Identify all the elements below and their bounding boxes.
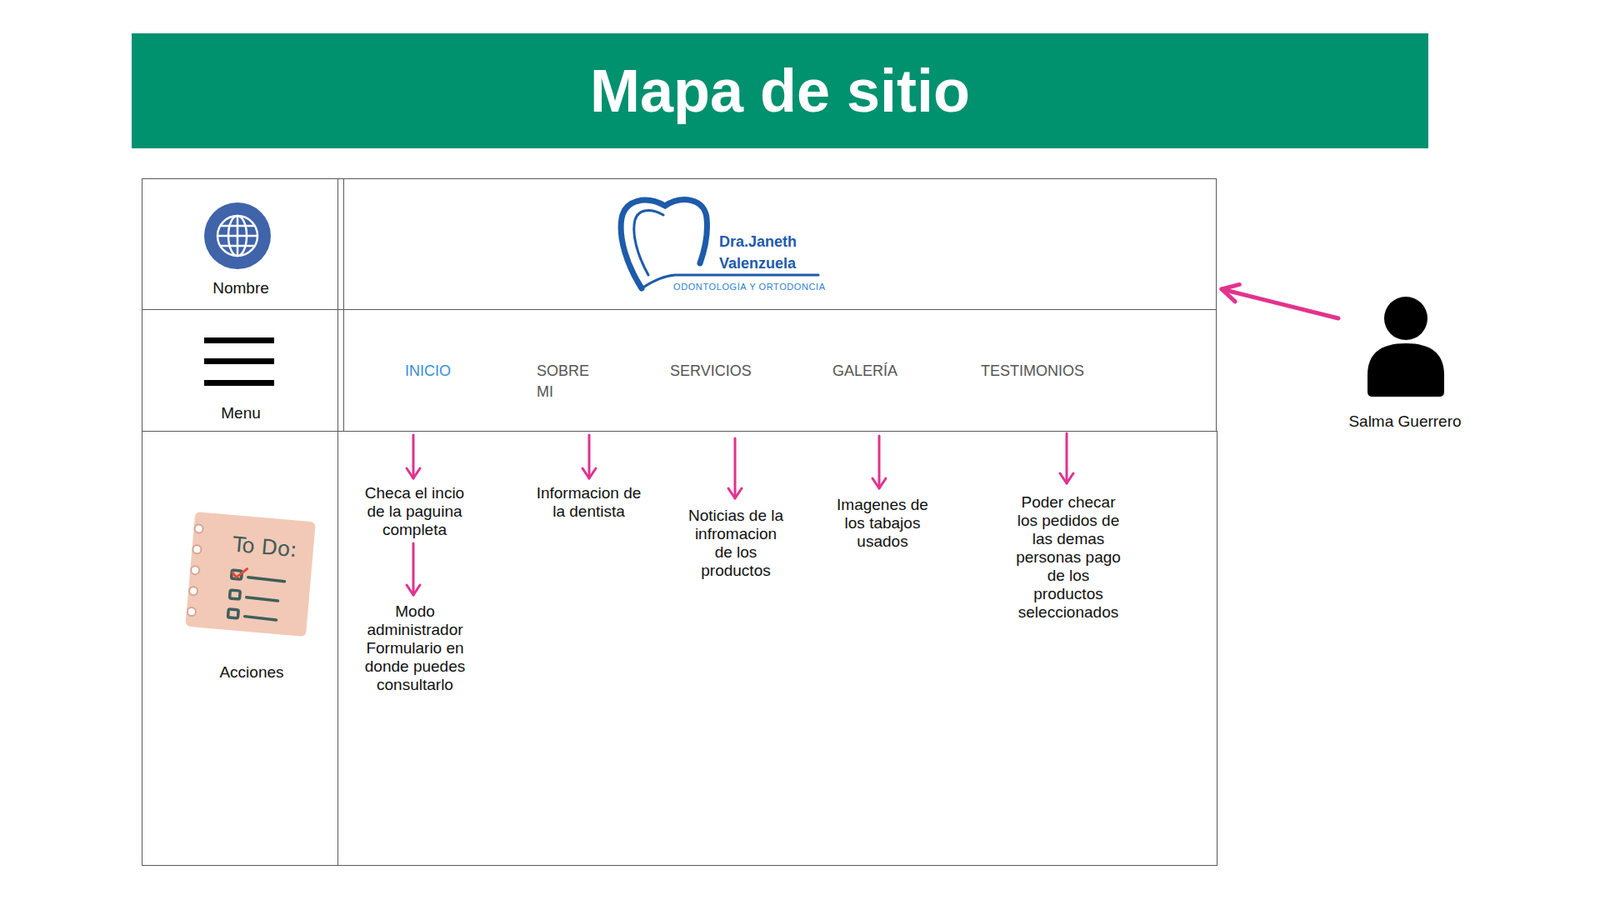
check-mark [232, 567, 248, 578]
hamburger-bar [204, 380, 275, 386]
person-body [1367, 343, 1445, 397]
connector-arrow [1221, 284, 1339, 319]
action-text: Poder checar los pedidos de las demas pe… [1014, 493, 1123, 622]
arrow-head [582, 468, 596, 479]
globe-equator [217, 235, 258, 238]
hamburger-bar [204, 358, 275, 365]
arrow-line [412, 543, 415, 595]
tooth-logo [620, 200, 819, 289]
user-name: Salma Guerrero [1338, 412, 1472, 431]
arrow-line [878, 435, 881, 489]
globe-disc [204, 202, 271, 270]
logo-name: Dra.Janeth Valenzuela [719, 230, 813, 275]
hamburger-bar [204, 337, 275, 344]
page-title: Mapa de sitio [590, 53, 970, 129]
arrow-head [406, 585, 420, 595]
person-head [1384, 296, 1428, 340]
logo-cell: Dra.Janeth ValenzuelaODONTOLOGÍA Y ORTOD… [337, 178, 1217, 310]
arrow-head [1060, 473, 1074, 484]
action-arrows [406, 433, 1074, 595]
title-band: Mapa de sitio [131, 33, 1429, 149]
menu-item: SOBRE MI [536, 360, 597, 403]
action-text: Informacion de la dentista [532, 484, 645, 521]
globe-icon [204, 202, 271, 270]
globe-outline [217, 215, 258, 256]
arrow-head [1221, 284, 1240, 301]
actions-cell: Checa el incio de la paguina completaMod… [337, 430, 1218, 866]
arrow-head [728, 488, 742, 499]
tooth-inner [634, 210, 664, 275]
logo-tagline: ODONTOLOGÍA Y ORTODONCIA [673, 281, 840, 293]
menu-item: GALERÍA [832, 360, 925, 382]
row-label: Menu [142, 404, 340, 423]
note-heading: To Do: [222, 531, 308, 565]
action-text: Imagenes de los tabajos usados [833, 495, 932, 551]
note-rings [186, 524, 204, 616]
todo-note [185, 511, 315, 637]
menu-cell: INICIO SOBRE MI SERVICIOS GALERÍA TESTIMONIO… [337, 309, 1217, 432]
menu-label-cell: Menu [141, 309, 345, 432]
arrow-head [406, 468, 420, 479]
name-cell: Nombre [141, 178, 345, 310]
hamburger-icon [204, 337, 275, 386]
globe-parallel [220, 225, 255, 228]
action-text: Noticias de la infromacion de los produc… [686, 506, 785, 580]
note-ring [189, 586, 199, 596]
action-text: Modo administrador Formulario en donde p… [361, 602, 469, 695]
row-label: Nombre [142, 279, 340, 298]
globe-lines [217, 215, 258, 256]
action-text: Checa el incio de la paguina completa [358, 484, 471, 540]
row-label: Acciones [210, 663, 294, 682]
note-ring [194, 524, 204, 534]
arrow-line [412, 435, 415, 479]
checklist-line [245, 616, 277, 620]
checkbox [229, 590, 240, 600]
note-ring [192, 545, 202, 555]
menu-item: SERVICIOS [670, 360, 779, 382]
arrow-line [734, 438, 737, 499]
arrow-head [872, 478, 886, 489]
checkbox [227, 609, 239, 619]
checklist-line [246, 597, 279, 601]
note-ring [190, 565, 200, 575]
user-figure: Salma Guerrero [1338, 291, 1477, 438]
note-ring [186, 607, 196, 617]
arrow-line [1065, 433, 1069, 484]
arrow-line [588, 435, 591, 479]
checklist-line [248, 577, 285, 582]
menu-item: TESTIMONIOS [980, 360, 1115, 382]
menu-item: INICIO [405, 360, 480, 382]
connector-line [1221, 289, 1339, 319]
globe-parallel [220, 245, 255, 248]
actions-label-cell: Acciones [141, 430, 339, 866]
note-paper [185, 511, 315, 637]
